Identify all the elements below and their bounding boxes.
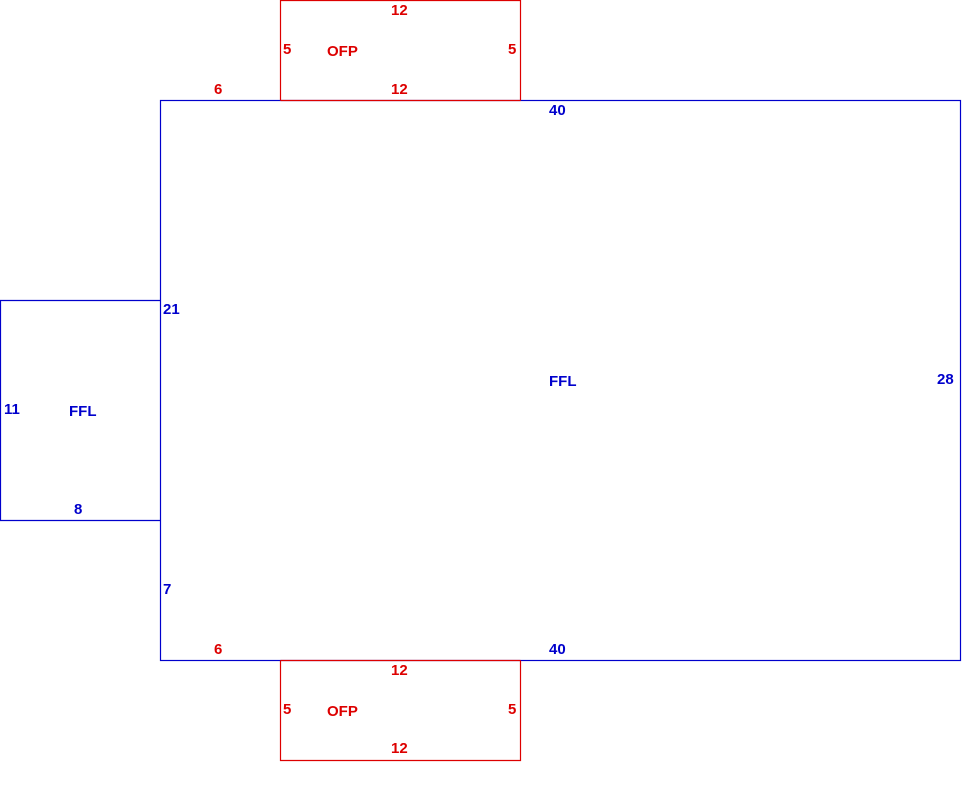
main-bottom-dim: 40 xyxy=(549,641,566,658)
side-area-label: FFL xyxy=(69,403,97,420)
side-left-dim: 11 xyxy=(4,401,20,418)
main-left-lower-dim: 7 xyxy=(163,581,171,598)
porch-bottom-top-dim: 12 xyxy=(391,662,408,679)
main-bottom-left-offset-dim: 6 xyxy=(214,641,222,658)
porch-bottom-bottom-dim: 12 xyxy=(391,740,408,757)
porch-bottom-right-dim: 5 xyxy=(508,701,516,718)
main-left-upper-dim: 21 xyxy=(163,301,180,318)
porch-bottom-left-dim: 5 xyxy=(283,701,291,718)
main-top-left-offset-dim: 6 xyxy=(214,81,222,98)
main-area-label: FFL xyxy=(549,373,577,390)
main-area-outline xyxy=(159,99,962,662)
porch-bottom-outline xyxy=(279,660,522,762)
porch-top-top-dim: 12 xyxy=(391,2,408,19)
porch-top-bottom-dim: 12 xyxy=(391,81,408,98)
main-right-dim: 28 xyxy=(937,371,954,388)
porch-top-label: OFP xyxy=(327,43,358,60)
porch-top-outline xyxy=(279,0,522,101)
porch-bottom-label: OFP xyxy=(327,703,358,720)
porch-top-left-dim: 5 xyxy=(283,41,291,58)
side-area-outline xyxy=(0,299,161,522)
side-bottom-dim: 8 xyxy=(74,501,82,518)
porch-top-right-dim: 5 xyxy=(508,41,516,58)
main-top-dim: 40 xyxy=(549,102,566,119)
